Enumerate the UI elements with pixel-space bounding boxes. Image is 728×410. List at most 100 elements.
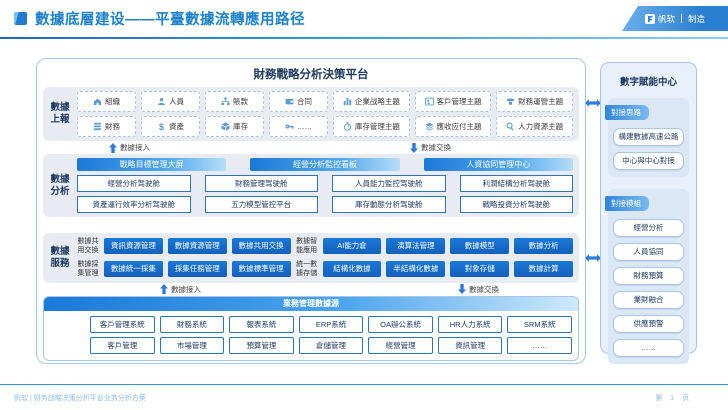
report-theme-label: 企業战略主題 xyxy=(354,97,400,106)
flow-data-ingest: 數據接入 xyxy=(109,141,150,154)
stack-icon xyxy=(425,122,434,131)
service-capability: 數據分析 xyxy=(514,238,574,255)
sources-rows: 客戶管理系統 財務系統 報表系統 ERP系統 OA辦公系統 HR人力系統 SRM… xyxy=(44,311,578,360)
analysis-box: 庫存動態分析驾驶舱 xyxy=(332,196,446,213)
sitemap-icon xyxy=(221,97,230,106)
report-item: 賬款 xyxy=(205,91,264,112)
report-theme: 企業战略主題 xyxy=(333,91,410,112)
report-item-label: 賬款 xyxy=(233,97,248,106)
report-row: 組織 人員 賬款 合同 企業战略主題 客戶管理主題 財務運營主題 xyxy=(77,91,574,112)
source-system: 市場管理 xyxy=(159,336,225,354)
arrow-down-icon xyxy=(458,284,466,295)
service-capability: 數據共用交換 xyxy=(231,238,291,255)
service-body: 數據共用交換 資訊資源管理 數據資源管理 數據共用交換 數據智能應用 AI能力倉… xyxy=(77,237,574,279)
source-system: OA辦公系統 xyxy=(368,315,433,333)
diagram-canvas: 財務戰略分析決策平台 數據上報 組織 人員 賬款 合同 企業战略主題 客戶管理主… xyxy=(0,40,728,384)
service-capability: 對象存儲 xyxy=(450,261,510,278)
report-item: 人員 xyxy=(141,91,200,112)
service-capability: 數據標準管理 xyxy=(231,261,291,278)
report-body: 組織 人員 賬款 合同 企業战略主題 客戶管理主題 財務運營主題 財務 $資產 … xyxy=(77,91,574,137)
analysis-box: 五力模型管控平台 xyxy=(204,196,318,213)
service-group-label: 數據智能應用 xyxy=(296,238,318,255)
panel-item: …… xyxy=(613,339,684,357)
service-capability: 數據模型 xyxy=(450,238,510,255)
source-system: 預算管理 xyxy=(229,336,294,354)
report-theme-label: 人力資源主題 xyxy=(518,122,564,131)
service-capability: 數據資源管理 xyxy=(167,238,227,255)
panel-title: 數字賦能中心 xyxy=(619,77,677,88)
panel-item: 構建數據高速公路 xyxy=(613,128,684,146)
platform-title: 財務戰略分析決策平台 xyxy=(253,69,369,81)
sources-banner: 業務管理數據源 xyxy=(44,296,578,311)
flow-label: 數據接入 xyxy=(120,143,150,152)
link-arrow-bottom-icon xyxy=(584,250,602,268)
page-title: 數據底層建设——平臺數據流轉應用路径 xyxy=(35,12,305,28)
service-capability: 數據計算 xyxy=(514,261,574,278)
sources-row: 客戶管理 市場管理 預算管理 倉儲管理 經營管理 資訊管理 …… xyxy=(90,336,573,354)
analysis-row: 資產運行效率分析驾驶舱 五力模型管控平台 庫存動態分析驾驶舱 戰略投資分析驾驶舱 xyxy=(77,196,573,213)
service-capability: 數據統一採集 xyxy=(104,261,163,278)
report-item-label: 財務 xyxy=(105,122,120,131)
report-item: …… xyxy=(269,116,328,137)
panel-group-tag: 對接模組 xyxy=(605,196,649,211)
business-data-sources: 業務管理數據源 客戶管理系統 財務系統 報表系統 ERP系統 OA辦公系統 HR… xyxy=(43,295,579,361)
service-capability: 半結構化數據 xyxy=(386,261,446,278)
source-system: 報表系統 xyxy=(229,315,294,333)
source-system: SRM系統 xyxy=(507,315,573,333)
flow-data-exchange: 數據交換 xyxy=(458,283,499,296)
report-theme: 應收应付主題 xyxy=(414,116,492,137)
stopwatch-icon xyxy=(343,122,352,131)
section-data-service: 數據服務 數據共用交換 資訊資源管理 數據資源管理 數據共用交換 數據智能應用 … xyxy=(43,233,579,283)
analysis-header-row: 戰略目標管理大屏 經營分析監控看板 人資協同管理中心 xyxy=(77,158,573,171)
source-system: 資訊管理 xyxy=(437,336,503,354)
image-icon xyxy=(424,97,434,106)
fanruan-logo-icon xyxy=(644,13,655,24)
person-icon xyxy=(157,97,166,106)
arrow-up-icon xyxy=(109,142,117,153)
magnifier-icon xyxy=(506,122,515,131)
section-label-report: 數據上報 xyxy=(50,102,70,125)
source-system: 財務系統 xyxy=(159,315,225,333)
key-icon xyxy=(285,122,294,131)
flow-row-bottom: 數據接入 數據交換 xyxy=(43,283,579,296)
page-number: 第 1 页 xyxy=(655,395,692,402)
panel-item: 供應預警 xyxy=(613,315,684,333)
analysis-header: 戰略目標管理大屏 xyxy=(77,158,227,171)
service-capability: 採集任務管理 xyxy=(167,261,227,278)
report-item-label: 庫存 xyxy=(233,122,248,131)
section-label-analysis: 數據分析 xyxy=(50,173,70,197)
panel-group-ideas: 對接思路 構建數據高速公路 中心與中心對接 xyxy=(605,98,689,177)
service-group-label: 統一數據存儲 xyxy=(296,260,318,278)
analysis-row: 經營分析驾驶舱 財務管理驾驶舱 人員能力監控驾驶舱 利潤結構分析驾驶舱 xyxy=(77,175,573,192)
panel-group-modules: 對接模組 經營分析 人員協同 財務預算 業財融合 供應預警 …… xyxy=(605,189,689,364)
header-divider xyxy=(0,37,728,39)
analysis-box: 經營分析驾驶舱 xyxy=(77,175,191,192)
wallet-icon xyxy=(285,97,294,106)
analysis-box: 資產運行效率分析驾驶舱 xyxy=(77,196,191,213)
footer-caption: 帆软 | 财务战略决策分析平台业务分析方案 xyxy=(14,395,146,402)
source-system: 客戶管理 xyxy=(90,336,155,354)
report-item: 組織 xyxy=(77,91,136,112)
source-system: 經營管理 xyxy=(368,336,433,354)
report-theme: 財務運營主題 xyxy=(496,91,574,112)
arrow-up-icon xyxy=(160,284,168,295)
source-system: 倉儲管理 xyxy=(298,336,364,354)
report-row: 財務 $資產 庫存 …… 庫存管理主題 應收应付主題 人力資源主題 xyxy=(77,116,574,137)
report-theme-label: 庫存管理主題 xyxy=(354,122,400,131)
arrow-down-icon xyxy=(410,142,418,153)
service-capability: 資訊資源管理 xyxy=(104,238,163,255)
flow-row-top: 數據接入 數據交換 xyxy=(43,141,579,154)
panel-item: 財務預算 xyxy=(613,267,684,285)
analysis-box: 利潤結構分析驾驶舱 xyxy=(459,175,573,192)
dollar-icon: $ xyxy=(157,122,166,131)
report-item-label: …… xyxy=(297,122,312,131)
analysis-box: 財務管理驾驶舱 xyxy=(204,175,318,192)
report-item-label: 人員 xyxy=(169,97,184,106)
report-theme: 庫存管理主題 xyxy=(333,116,410,137)
panel-item: 人員協同 xyxy=(613,243,684,261)
phone-icon xyxy=(506,97,515,106)
brand-name: 帆软 xyxy=(657,13,675,24)
report-item-label: 合同 xyxy=(297,97,312,106)
slide-footer: 帆软 | 财务战略决策分析平台业务分析方案 第 1 页 xyxy=(0,384,728,410)
